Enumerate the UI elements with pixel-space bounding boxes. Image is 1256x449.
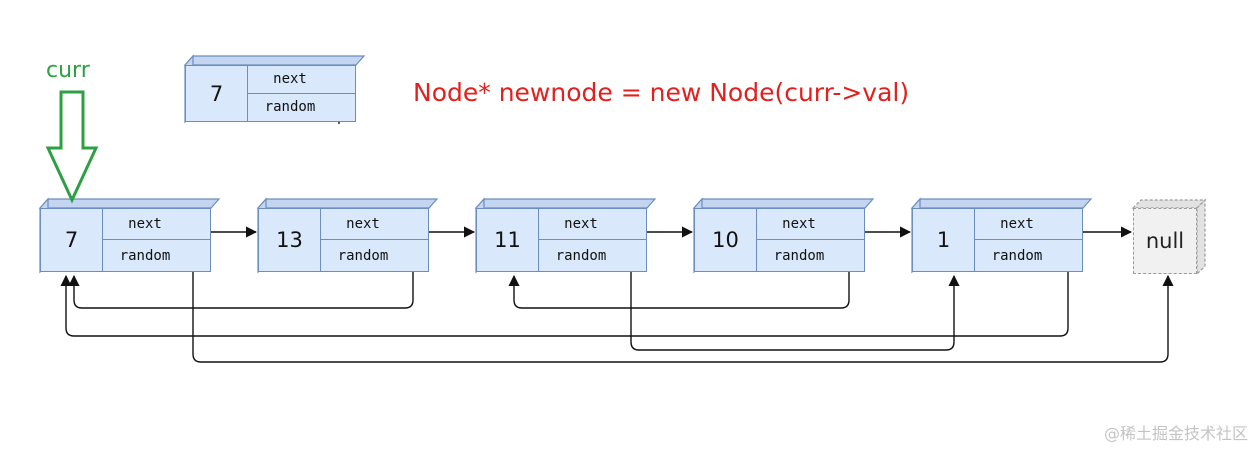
node-random-field: random (321, 240, 428, 271)
next-label: next (273, 71, 307, 88)
node-value: 11 (477, 209, 539, 271)
random-link-11-to-1 (630, 267, 960, 351)
node-value: 10 (695, 209, 757, 271)
next-label: next (1000, 216, 1034, 232)
new-node-value: 7 (186, 66, 248, 121)
node-value: 1 (913, 209, 975, 271)
next-label: next (782, 216, 816, 232)
random-link-1-to-7 (60, 267, 1069, 337)
new-node-random-field: random (248, 94, 355, 122)
random-label: random (555, 247, 607, 264)
code-statement: Node* newnode = new Node(curr->val) (413, 78, 910, 107)
next-label: next (346, 216, 380, 232)
node-random-field: random (757, 240, 864, 271)
node-random-field: random (103, 240, 210, 271)
random-label: random (264, 99, 316, 116)
random-link-10-to-11 (508, 267, 850, 309)
random-label: random (773, 247, 825, 264)
random-links (60, 267, 1174, 363)
list-node: 11 next random (476, 208, 647, 272)
node-next-field: next (103, 209, 210, 240)
new-node: 7 next random (185, 65, 356, 122)
list-node: 13 next random (258, 208, 429, 272)
node-next-field: next (539, 209, 646, 240)
list-node: 7 next random (40, 208, 211, 272)
null-node: null (1133, 208, 1197, 274)
curr-pointer-arrow (45, 90, 99, 204)
list-node: 10 next random (694, 208, 865, 272)
random-label: random (119, 247, 171, 264)
next-label: next (564, 216, 598, 232)
node-next-field: next (975, 209, 1082, 240)
list-node: 1 next random (912, 208, 1083, 272)
node-random-field: random (539, 240, 646, 271)
node-value: 13 (259, 209, 321, 271)
random-label: random (337, 247, 389, 264)
node-next-field: next (757, 209, 864, 240)
random-link-13-to-7 (68, 267, 414, 309)
null-depth-face (1131, 198, 1207, 276)
next-label: next (128, 216, 162, 232)
new-node-next-field: next (248, 66, 355, 94)
curr-label: curr (46, 58, 90, 83)
node-value: 7 (41, 209, 103, 271)
watermark: @稀土掘金技术社区 (1103, 424, 1248, 443)
node-next-field: next (321, 209, 428, 240)
node-random-field: random (975, 240, 1082, 271)
random-link-7-to-null (192, 267, 1174, 363)
random-label: random (991, 247, 1043, 264)
